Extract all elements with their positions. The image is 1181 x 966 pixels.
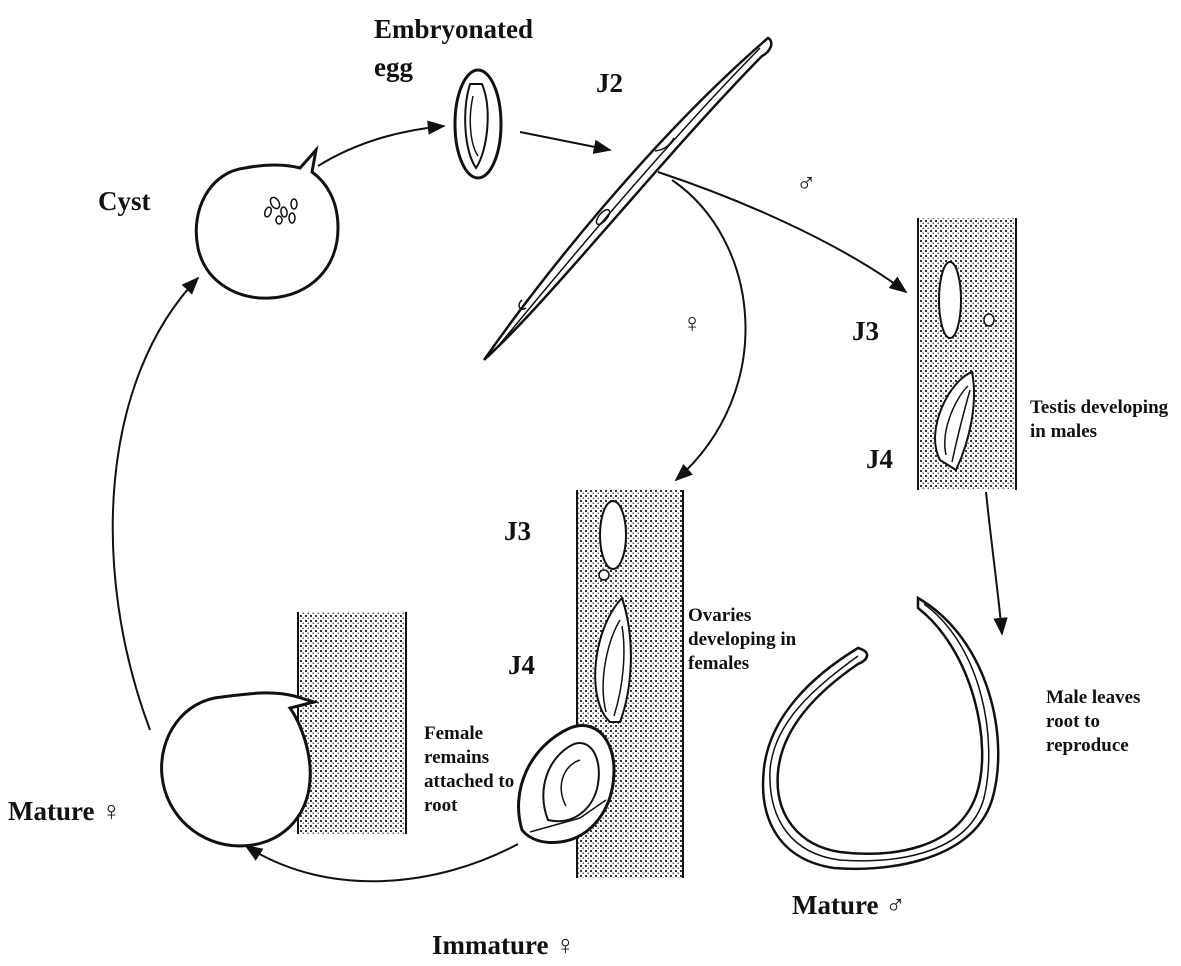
mature-female-label: Mature ♀ xyxy=(8,798,121,825)
ovaries-label: Ovaries developing in females xyxy=(688,604,818,676)
root-male-juveniles xyxy=(918,218,1016,490)
root-female-juveniles xyxy=(519,490,683,878)
male-j3-label: J3 xyxy=(852,318,879,345)
embryonated-egg xyxy=(455,70,501,178)
male-j4-label: J4 xyxy=(866,446,893,473)
cyst xyxy=(196,150,338,298)
mature-male-label: Mature ♂ xyxy=(792,892,905,919)
embryonated-egg-label: Embryonated egg xyxy=(374,10,574,86)
female-j4-label: J4 xyxy=(508,652,535,679)
cyst-label: Cyst xyxy=(98,188,151,215)
j2-juvenile xyxy=(484,38,771,360)
male-leaves-label: Male leaves root to reproduce xyxy=(1046,686,1176,758)
female-attached-label: Female remains attached to root xyxy=(424,722,524,818)
female-branch-symbol: ♀ xyxy=(682,310,702,337)
j2-label: J2 xyxy=(596,70,623,97)
male-branch-symbol: ♂ xyxy=(796,170,816,197)
root-mature-female xyxy=(162,612,406,846)
immature-female-label: Immature ♀ xyxy=(432,932,575,959)
testis-label: Testis developing in males xyxy=(1030,396,1180,444)
female-j3-label: J3 xyxy=(504,518,531,545)
